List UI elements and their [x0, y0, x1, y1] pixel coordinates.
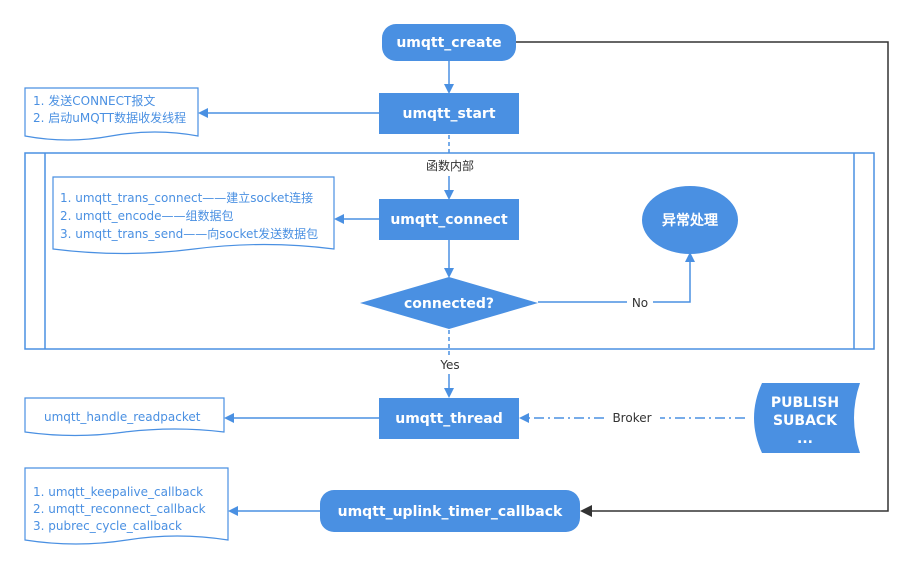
node-exception-handling: 异常处理: [642, 186, 738, 254]
node-umqtt-thread-label: umqtt_thread: [395, 411, 503, 427]
node-umqtt-connect-label: umqtt_connect: [390, 212, 508, 228]
node-decision-label: connected?: [404, 296, 494, 312]
note-uplink-line-3: 3. pubrec_cycle_callback: [33, 519, 182, 533]
node-decision-connected: connected?: [360, 277, 538, 329]
node-exception-label: 异常处理: [662, 212, 718, 229]
edge-label-no: No: [632, 296, 648, 310]
note-uplink-line-2: 2. umqtt_reconnect_callback: [33, 502, 206, 516]
node-umqtt-start: umqtt_start: [379, 93, 519, 134]
node-uplink-label: umqtt_uplink_timer_callback: [338, 504, 563, 520]
note-connect-line-1: 1. umqtt_trans_connect——建立socket连接: [60, 190, 313, 205]
node-broker-data-storage: PUBLISH SUBACK ...: [754, 383, 860, 453]
edge-decision-exception: [538, 252, 695, 303]
node-umqtt-uplink-timer-callback: umqtt_uplink_timer_callback: [320, 490, 580, 532]
note-connect: 1. umqtt_trans_connect——建立socket连接 2. um…: [52, 176, 335, 255]
node-umqtt-connect: umqtt_connect: [379, 199, 519, 240]
edge-label-yes: Yes: [439, 358, 459, 372]
node-umqtt-thread: umqtt_thread: [379, 398, 519, 439]
note-uplink: 1. umqtt_keepalive_callback 2. umqtt_rec…: [24, 467, 229, 545]
note-thread-line-1: umqtt_handle_readpacket: [44, 410, 201, 424]
broker-data-line-2: SUBACK: [773, 413, 838, 429]
note-start: 1. 发送CONNECT报文 2. 启动uMQTT数据收发线程: [24, 87, 199, 141]
note-connect-line-2: 2. umqtt_encode——组数据包: [60, 208, 234, 223]
node-umqtt-create-label: umqtt_create: [396, 35, 501, 51]
node-umqtt-create: umqtt_create: [382, 24, 516, 61]
note-start-line-1: 1. 发送CONNECT报文: [33, 93, 155, 108]
note-start-line-2: 2. 启动uMQTT数据收发线程: [33, 110, 186, 125]
note-uplink-line-1: 1. umqtt_keepalive_callback: [33, 485, 203, 499]
broker-data-line-3: ...: [797, 431, 813, 447]
note-connect-line-3: 3. umqtt_trans_send——向socket发送数据包: [60, 226, 318, 241]
edges: [198, 41, 889, 517]
broker-data-line-1: PUBLISH: [771, 395, 839, 411]
edge-create-uplink: [516, 41, 889, 517]
node-umqtt-start-label: umqtt_start: [402, 106, 495, 122]
note-thread: umqtt_handle_readpacket: [24, 397, 225, 437]
container-label: 函数内部: [426, 158, 474, 173]
edge-label-broker: Broker: [612, 411, 651, 425]
